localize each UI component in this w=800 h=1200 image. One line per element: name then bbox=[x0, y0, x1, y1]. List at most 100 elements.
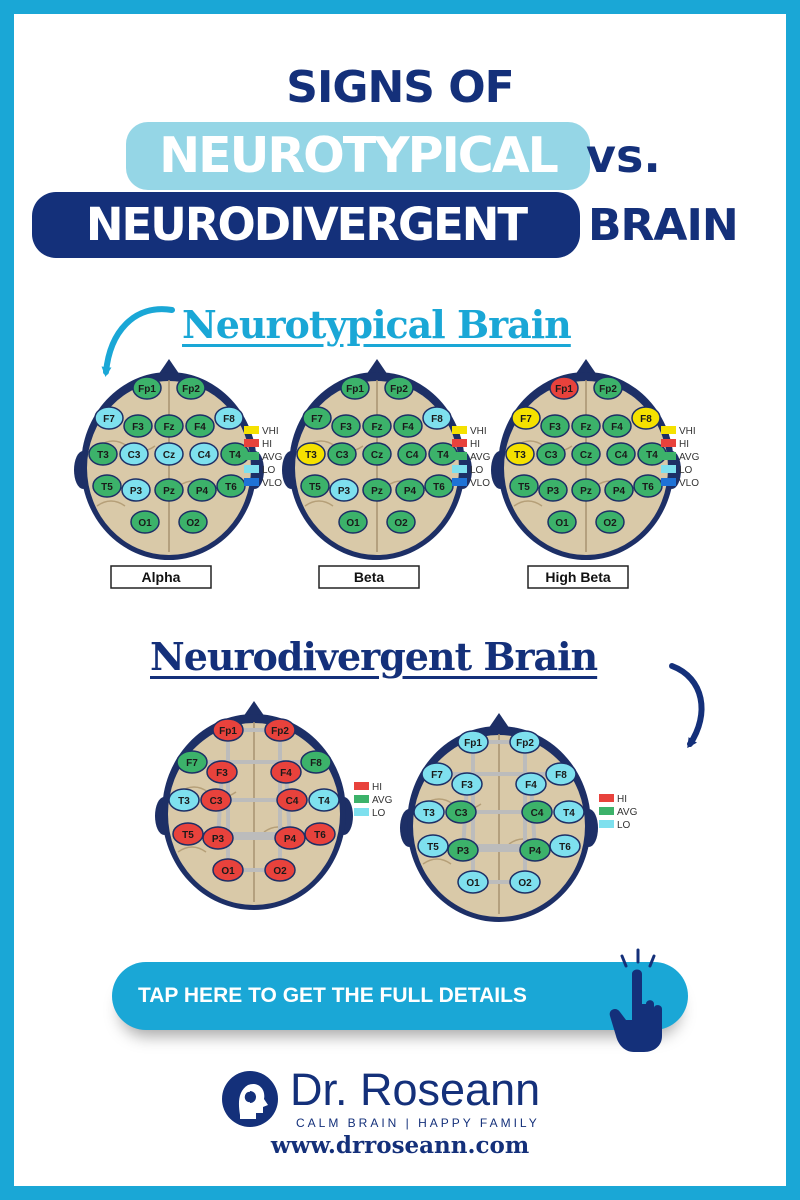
legend-label: LO bbox=[470, 465, 484, 476]
electrode-f4 bbox=[602, 414, 632, 438]
electrode-label: F3 bbox=[461, 780, 473, 791]
electrode-p3 bbox=[447, 838, 479, 862]
legend-swatch-vhi bbox=[452, 426, 467, 434]
electrode-label: Fp2 bbox=[516, 738, 534, 749]
curved-arrow-icon-left bbox=[101, 306, 175, 377]
electrode-cz bbox=[154, 442, 184, 466]
electrode-p3 bbox=[538, 478, 568, 502]
electrode-label: Cz bbox=[371, 450, 383, 461]
electrode-label: P4 bbox=[196, 486, 209, 497]
legend-label: LO bbox=[617, 820, 631, 831]
legend-swatch-vhi bbox=[244, 426, 259, 434]
electrode-c4 bbox=[606, 442, 636, 466]
legend-label: VHI bbox=[679, 426, 696, 437]
electrode-pz bbox=[571, 478, 601, 502]
legend-label: VLO bbox=[262, 478, 282, 489]
electrode-label: F7 bbox=[103, 414, 115, 425]
title-vs: vs. bbox=[586, 129, 661, 183]
electrode-fp2 bbox=[593, 376, 623, 400]
electrode-label: F8 bbox=[640, 414, 652, 425]
electrode-t3 bbox=[168, 788, 200, 812]
electrode-label: F7 bbox=[311, 414, 323, 425]
legend-swatch-avg bbox=[452, 452, 467, 460]
electrode-label: F4 bbox=[280, 768, 292, 779]
electrode-p4 bbox=[274, 826, 306, 850]
electrode-label: T4 bbox=[437, 450, 449, 461]
legend-swatch-vlo bbox=[244, 478, 259, 486]
electrode-fp2 bbox=[509, 730, 541, 754]
full-details-button[interactable]: TAP HERE TO GET THE FULL DETAILS bbox=[112, 948, 688, 1052]
electrode-label: Cz bbox=[163, 450, 175, 461]
electrode-label: P3 bbox=[130, 486, 143, 497]
electrode-label: F3 bbox=[549, 422, 561, 433]
electrode-t4 bbox=[553, 800, 585, 824]
website-link[interactable]: www.drroseann.com bbox=[270, 1132, 530, 1159]
electrode-label: T5 bbox=[182, 830, 194, 841]
electrode-label: T4 bbox=[563, 808, 575, 819]
electrode-label: P4 bbox=[404, 486, 417, 497]
electrode-label: P4 bbox=[613, 486, 626, 497]
electrode-label: T6 bbox=[642, 482, 654, 493]
electrode-c4 bbox=[189, 442, 219, 466]
electrode-fp2 bbox=[176, 376, 206, 400]
electrode-label: P4 bbox=[529, 846, 542, 857]
electrode-label: T4 bbox=[318, 796, 330, 807]
electrode-fp1 bbox=[340, 376, 370, 400]
brand-tagline: CALM BRAIN | HAPPY FAMILY bbox=[296, 1116, 540, 1130]
electrode-label: Fz bbox=[163, 422, 174, 433]
electrode-c3 bbox=[445, 800, 477, 824]
electrode-t3 bbox=[413, 800, 445, 824]
electrode-label: O1 bbox=[346, 518, 360, 529]
electrode-pz bbox=[154, 478, 184, 502]
legend-label: AVG bbox=[262, 452, 283, 463]
electrode-t5 bbox=[417, 834, 449, 858]
electrode-label: T3 bbox=[97, 450, 109, 461]
electrode-label: Fz bbox=[580, 422, 591, 433]
neurotypical-heading: Neurotypical Brain bbox=[182, 302, 572, 347]
electrode-f7 bbox=[511, 406, 541, 430]
electrode-c3 bbox=[536, 442, 566, 466]
legend-swatch-hi bbox=[661, 439, 676, 447]
electrode-pz bbox=[362, 478, 392, 502]
legend-swatch-hi bbox=[244, 439, 259, 447]
title-neurotypical-highlight: NEUROTYPICAL bbox=[126, 122, 590, 190]
legend-label: AVG bbox=[617, 807, 638, 818]
legend-label: HI bbox=[262, 439, 272, 450]
electrode-p3 bbox=[121, 478, 151, 502]
electrode-f7 bbox=[94, 406, 124, 430]
legend-swatch-vhi bbox=[661, 426, 676, 434]
electrode-fp2 bbox=[264, 718, 296, 742]
electrode-label: P3 bbox=[338, 486, 351, 497]
electrode-o1 bbox=[547, 510, 577, 534]
legend-label: VHI bbox=[262, 426, 279, 437]
electrode-fz bbox=[154, 414, 184, 438]
electrode-label: O1 bbox=[221, 866, 235, 877]
electrode-c4 bbox=[397, 442, 427, 466]
electrode-label: Pz bbox=[580, 486, 592, 497]
title-brain: BRAIN bbox=[588, 200, 739, 251]
electrode-label: Pz bbox=[371, 486, 383, 497]
band-caption: High Beta bbox=[545, 569, 611, 585]
electrode-label: Fp1 bbox=[138, 384, 156, 395]
legend-swatch-vlo bbox=[452, 478, 467, 486]
electrode-label: T6 bbox=[559, 842, 571, 853]
electrode-o1 bbox=[212, 858, 244, 882]
electrode-label: F7 bbox=[186, 758, 198, 769]
electrode-p4 bbox=[187, 478, 217, 502]
electrode-label: Fp2 bbox=[271, 726, 289, 737]
electrode-f8 bbox=[214, 406, 244, 430]
electrode-label: O2 bbox=[186, 518, 200, 529]
brand-name: Dr. Roseann bbox=[290, 1064, 541, 1115]
electrode-fz bbox=[571, 414, 601, 438]
legend-label: AVG bbox=[372, 795, 393, 806]
electrode-o2 bbox=[264, 858, 296, 882]
electrode-t5 bbox=[509, 474, 539, 498]
electrode-cz bbox=[362, 442, 392, 466]
electrode-label: C4 bbox=[286, 796, 299, 807]
electrode-label: O1 bbox=[138, 518, 152, 529]
electrode-f8 bbox=[422, 406, 452, 430]
title-line-1: SIGNS OF bbox=[286, 62, 514, 113]
legend-swatch-lo bbox=[599, 820, 614, 828]
legend-swatch-hi bbox=[452, 439, 467, 447]
electrode-label: T3 bbox=[305, 450, 317, 461]
